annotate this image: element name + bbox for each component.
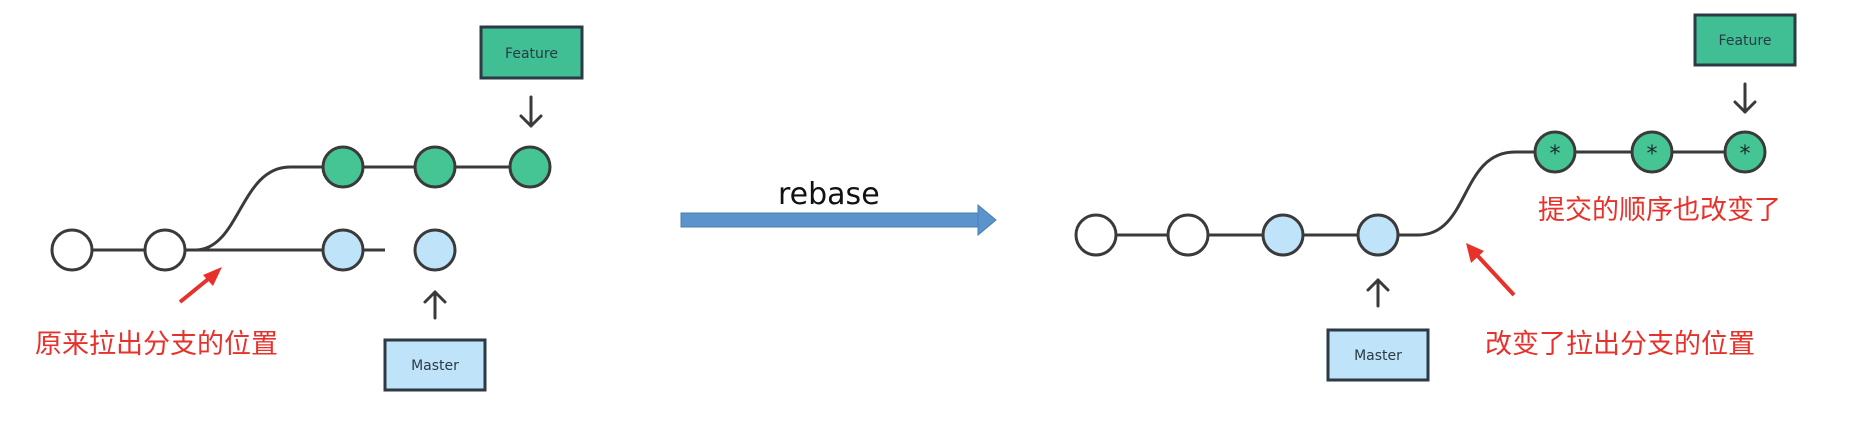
after-commit-green-3: * [1723,130,1767,174]
before-commit-blue-1 [321,228,365,272]
rebase-arrow-icon [680,203,997,237]
before-commit-green-2 [413,145,457,189]
after-commit-blue-1 [1261,213,1305,257]
after-panel: * * * Feature Master [1074,13,1797,382]
rewritten-marker: * [1647,142,1658,167]
before-commit-white-1 [50,228,94,272]
before-commit-green-1 [321,145,365,189]
up-arrow-icon [1366,278,1390,308]
red-pointer-arrow-icon [178,267,222,304]
rewritten-marker: * [1550,142,1561,167]
rebase-label: rebase [778,177,880,212]
after-commit-blue-2 [1356,213,1400,257]
before-feature-label-box: Feature [479,25,584,80]
before-master-label: Master [411,358,459,374]
before-panel: Feature Master 原来拉出分支的位置 [35,25,584,392]
after-commit-white-1 [1074,213,1118,257]
before-commit-blue-2 [413,228,457,272]
after-annotation-order: 提交的顺序也改变了 [1538,195,1781,226]
down-arrow-icon [519,95,543,128]
before-annotation: 原来拉出分支的位置 [35,329,278,360]
before-master-label-box: Master [383,338,487,392]
after-commit-white-2 [1166,213,1210,257]
rewritten-marker: * [1740,142,1751,167]
red-pointer-arrow-icon [1466,243,1516,297]
after-annotation-branch: 改变了拉出分支的位置 [1485,329,1755,360]
up-arrow-icon [423,290,447,320]
after-branch-curve [1417,150,1745,237]
after-commit-green-2: * [1630,130,1674,174]
after-master-label-box: Master [1326,328,1430,382]
before-feature-label: Feature [505,46,558,62]
down-arrow-icon [1733,82,1757,114]
before-commit-green-3 [508,145,552,189]
after-master-label: Master [1354,348,1402,364]
after-feature-label: Feature [1719,33,1772,49]
after-commit-green-1: * [1533,130,1577,174]
after-feature-label-box: Feature [1693,13,1797,67]
before-branch-curve [194,165,530,252]
before-commit-white-2 [143,228,187,272]
